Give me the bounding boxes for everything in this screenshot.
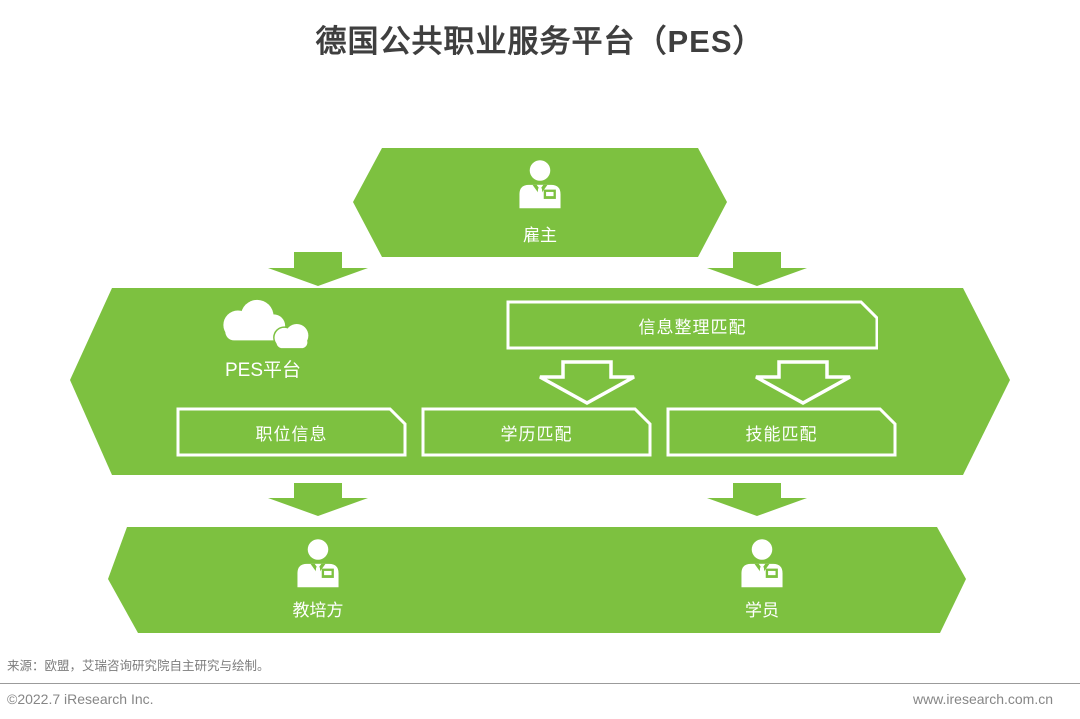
student-label: 学员: [745, 601, 779, 620]
copyright-text: ©2022.7 iResearch Inc.: [7, 691, 154, 707]
skill-match-box-outline: [666, 407, 897, 457]
arrow-down-employer-left-icon: [268, 252, 368, 286]
footer-divider: [0, 683, 1080, 684]
receivers-band: [108, 527, 966, 633]
job-info-box-label: 职位信息: [255, 424, 328, 444]
match-box-label: 信息整理匹配: [638, 317, 747, 337]
trainer-person-icon: [297, 539, 339, 588]
source-note: 来源：欧盟，艾瑞咨询研究院自主研究与绘制。: [7, 659, 270, 673]
arrow-down-platform-left-icon: [268, 483, 368, 516]
page-title: 德国公共职业服务平台（PES）: [315, 24, 765, 59]
website-text: www.iresearch.com.cn: [912, 691, 1053, 707]
employer-label: 雇主: [523, 226, 557, 245]
trainer-label: 教培方: [292, 601, 344, 620]
arrow-down-employer-right-icon: [707, 252, 807, 286]
arrow-down-match-right-icon: [755, 360, 851, 405]
cloud-icon: [223, 299, 310, 350]
arrow-down-platform-right-icon: [707, 483, 807, 516]
student-person-icon: [741, 539, 783, 588]
education-match-box-label: 学历匹配: [500, 424, 573, 444]
platform-label: PES平台: [224, 360, 302, 381]
match-box-outline: [506, 300, 878, 350]
job-info-box-outline: [176, 407, 407, 457]
skill-match-box-label: 技能匹配: [745, 424, 818, 444]
education-match-box-outline: [421, 407, 652, 457]
arrow-down-match-left-icon: [539, 360, 635, 405]
employer-person-icon: [519, 160, 561, 209]
